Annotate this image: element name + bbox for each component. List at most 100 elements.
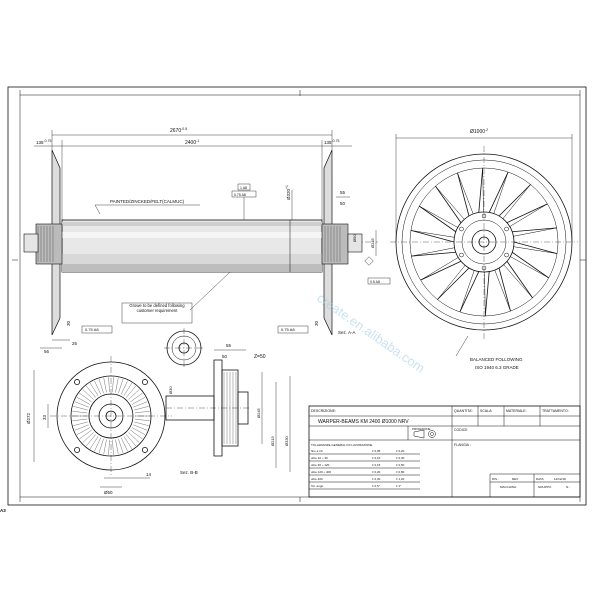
tolerance-cell: oltre 10 ÷ 30	[311, 456, 328, 460]
gear-tooth	[130, 392, 143, 403]
gear-bolt-holes	[74, 379, 148, 453]
gear-tooth	[74, 424, 89, 431]
spoke	[506, 203, 548, 224]
runout-tolerance-left: 0.75 A8	[85, 327, 99, 332]
gear-tooth	[134, 421, 149, 426]
tolerance-cell: ± 0,20	[396, 449, 405, 453]
gear-tooth	[108, 377, 110, 393]
spoke	[511, 251, 549, 279]
group-label: GRUPPO:	[538, 485, 552, 489]
groove-note: Growe to be defined following customer r…	[129, 303, 185, 313]
dim-50-bottom-label: Ø50	[104, 490, 113, 495]
section-aa-label: Sez. A-A	[338, 330, 356, 335]
gear-tooth	[134, 410, 150, 414]
spoke-edge	[513, 246, 558, 254]
hub-hole	[481, 265, 487, 271]
spoke-edge	[459, 270, 475, 313]
gear-tooth	[112, 439, 114, 455]
spoke-edge	[457, 172, 474, 215]
dim-30-left: 30	[66, 320, 71, 326]
gear-tooth	[82, 432, 94, 443]
spoke-edge	[411, 247, 455, 257]
tolerance-cell: ± 0,10	[372, 456, 381, 460]
gear-tooth	[98, 438, 104, 454]
spoke-edge	[494, 269, 511, 312]
date-label: DATA:	[536, 477, 545, 481]
gear-tooth	[133, 424, 148, 431]
hub-hole	[459, 252, 464, 258]
gear-tooth	[103, 439, 107, 455]
description-value: WARPER-BEAMS KM 2400 Ø1000 NRV	[318, 419, 409, 425]
spoke	[459, 271, 480, 313]
gear-tooth	[123, 382, 133, 396]
bolt-hole	[141, 446, 148, 453]
gear-tooth	[72, 410, 88, 414]
tolerance-cell: ± 0,80	[396, 470, 405, 474]
dim-56: 56	[44, 349, 50, 354]
gear-tooth	[115, 377, 119, 393]
gear-tooth	[128, 432, 140, 443]
gear-tooth	[126, 385, 136, 398]
dim-30-detail: Ø30	[168, 386, 173, 394]
spoke	[512, 227, 557, 233]
treatment-label: TRATTAMENTO:	[542, 409, 569, 413]
gear-tooth	[89, 382, 99, 396]
hub-hole	[504, 226, 509, 232]
dim-33-label: 33	[42, 414, 47, 420]
right-flange	[321, 149, 363, 336]
spoke-edge	[509, 203, 548, 227]
gear-tooth	[123, 436, 133, 450]
gear-tooth	[79, 429, 92, 440]
tolerance-cell: ± 0,15	[372, 463, 381, 467]
gear-tooth	[79, 392, 92, 403]
dim-50-detail: 50	[222, 354, 228, 359]
spoke	[498, 267, 511, 312]
spoke	[411, 251, 456, 257]
hub-hole	[481, 213, 487, 219]
spoke	[420, 260, 462, 281]
spoke-edge	[503, 264, 533, 299]
number-label: N.:	[566, 485, 570, 489]
gear-tooth	[76, 397, 91, 405]
left-flange	[23, 149, 63, 336]
bolt-hole	[141, 379, 148, 386]
barrel-diameter-label: Ø320+1	[285, 185, 291, 200]
tolerance-title: TOLLERANZE GENERALI DI LAVORAZIONE	[311, 443, 372, 447]
bolt-hole	[74, 446, 81, 453]
gear-tooth	[133, 401, 148, 408]
gear-tooth	[118, 378, 124, 394]
tolerance-cell: ± 0,05	[372, 449, 381, 453]
detail-gear-teeth	[223, 372, 237, 444]
gear-tooth	[89, 436, 99, 450]
paint-note: PAINTED/ZINCKED/FELT(CALMUC)	[110, 199, 185, 204]
runout-tolerance-right: 0.75 A8	[281, 327, 295, 332]
spoke-edge	[482, 168, 484, 213]
dim-245-detail: Ø245	[256, 407, 261, 418]
spoke	[484, 271, 490, 317]
title-block: DESCRIZIONE: WARPER-BEAMS KM 2400 Ø1000 …	[308, 405, 581, 498]
spoke-edge	[435, 185, 465, 220]
gear-tooth	[112, 377, 114, 393]
overall-length-label: 2670-0.5	[170, 127, 187, 134]
gear-tooth	[76, 427, 91, 435]
code-label: CODICE	[454, 428, 468, 432]
tolerance-cell: ± 0,30	[372, 477, 381, 481]
groove-note-box	[121, 302, 193, 324]
spoke-edge	[410, 230, 455, 238]
flange-diameter-label: Ø1000-2	[470, 128, 488, 135]
gear-tooth	[131, 427, 146, 435]
flange-front-view: Ø1000-2 BALANCED FOLLOWING ISO 1940 6.3 …	[390, 128, 578, 370]
dim-219-label: Ø219	[270, 435, 275, 446]
gear-front-view: Ø272 33 14 Ø50 Sez. B-B	[26, 356, 198, 495]
gear-tooth	[126, 434, 136, 447]
gear-tooth	[98, 378, 104, 394]
material-label: MATERIALE:	[506, 409, 527, 413]
gear-tooth	[118, 438, 124, 454]
dim-50-top: 50	[340, 201, 346, 206]
description-label: DESCRIZIONE:	[311, 409, 336, 413]
projection-symbol	[413, 429, 436, 439]
gear-tooth	[73, 406, 88, 411]
bolt-hole	[74, 379, 81, 386]
left-flange-offset-label: 135-0.75	[36, 139, 52, 145]
